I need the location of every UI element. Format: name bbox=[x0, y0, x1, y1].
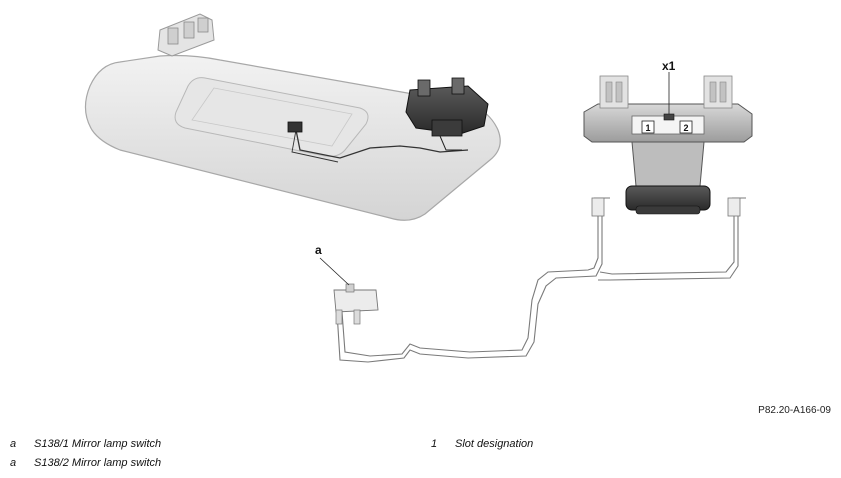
legend-key: a bbox=[10, 457, 17, 469]
legend-key: 1 bbox=[431, 438, 438, 450]
visor-hinge-bracket bbox=[157, 13, 215, 57]
legend-key: a bbox=[10, 438, 17, 450]
visor-switch-connector bbox=[287, 121, 303, 133]
visor-lamp-module bbox=[405, 77, 489, 151]
x1-connector bbox=[663, 113, 675, 121]
callout-x1: x1 bbox=[662, 59, 676, 73]
legend-text: S138/2 Mirror lamp switch bbox=[34, 457, 162, 469]
mirror-lamp-switch bbox=[333, 283, 379, 325]
slot-2-label: 2 bbox=[683, 123, 688, 133]
wiring-diagram: 1 2 a x1 bbox=[84, 13, 753, 363]
slot-1-badge bbox=[641, 120, 655, 134]
sun-visor bbox=[84, 13, 501, 221]
reference-code: P82.20-A166-09 bbox=[758, 405, 831, 416]
legend-item-1: 1 Slot designation bbox=[431, 438, 533, 450]
callout-a: a bbox=[315, 243, 322, 257]
legend-item-a-1: a S138/1 Mirror lamp switch bbox=[10, 438, 161, 450]
legend-item-a-2: a S138/2 Mirror lamp switch bbox=[10, 457, 161, 469]
slot-1-label: 1 bbox=[645, 123, 650, 133]
lamp-wiring-harness bbox=[336, 197, 746, 363]
legend-text: Slot designation bbox=[455, 438, 534, 450]
slot-2-badge bbox=[679, 120, 693, 134]
legend-text: S138/1 Mirror lamp switch bbox=[34, 438, 162, 450]
overhead-lamp-unit: 1 2 bbox=[583, 72, 753, 215]
